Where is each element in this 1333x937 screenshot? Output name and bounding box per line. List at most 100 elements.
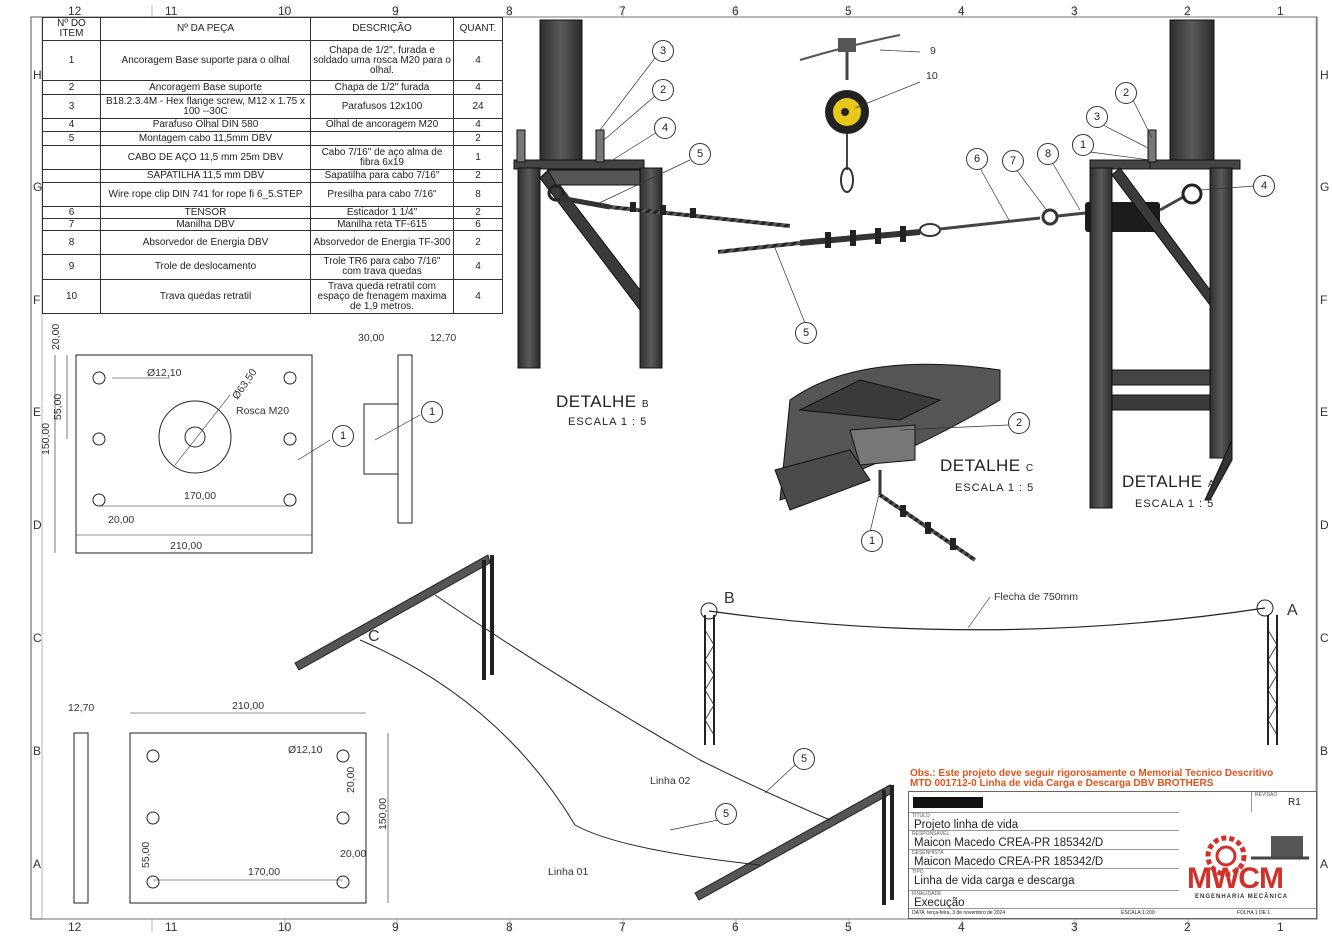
elevation-view [700,596,1278,745]
zone-col-label: 3 [1071,920,1078,934]
balloon-item: 1 [332,425,354,447]
zone-row-label: H [33,68,42,82]
zone-row-label: G [1320,180,1330,194]
bom-cell-qty: 1 [453,145,503,170]
zone-col-label: 5 [845,920,852,934]
bom-cell-qty: 24 [453,94,503,119]
bom-cell-part: Wire rope clip DIN 741 for rope fi 6_5.S… [100,182,311,207]
detail-a-title: DETALHE A [1122,472,1216,491]
balloon-item: 4 [654,117,676,139]
bom-cell-item: 9 [42,254,101,280]
zone-col-label: 9 [392,4,399,18]
detail-b-title: DETALHE B [556,392,650,411]
zone-row-label: E [33,405,42,419]
bom-cell-desc: Manilha reta TF-615 [310,218,454,231]
observation-note: Obs.: Este projeto deve seguir rigorosam… [910,769,1273,789]
zone-col-label: 6 [732,4,739,18]
detail-c-structure [774,363,1001,562]
bom-cell-item [42,182,101,207]
bom-cell-qty: 2 [453,206,503,219]
inner-frame [41,16,1317,920]
detail-c-scale: ESCALA 1 : 5 [955,482,1035,494]
bom-cell-desc: Presilha para cabo 7/16" [310,182,454,207]
zone-row-label: H [1320,68,1329,82]
bom-cell-qty: 4 [453,80,503,95]
balloon-item: 5 [795,322,817,344]
zone-row-label: G [33,180,43,194]
scale-value: ESCALA:1:200 [1121,910,1155,916]
bom-cell-item: 4 [42,118,101,132]
zone-row-label: B [33,744,42,758]
zone-row-label: A [1320,857,1329,871]
zone-col-label: 9 [392,920,399,934]
zone-col-label: 3 [1071,4,1078,18]
responsible-value: Maicon Macedo CREA-PR 185342/D [914,837,1104,849]
balloon-item: 2 [652,79,674,101]
bom-header-item: Nº DO ITEM [42,17,101,41]
dim-150: 150,00 [40,422,52,455]
bom-cell-item: 1 [42,40,101,81]
bom-cell-qty: 2 [453,169,503,183]
bom-cell-item: 8 [42,230,101,255]
company-logo: MWCM ENGENHARIA MECÂNICA [1181,828,1315,908]
bom-header-desc: DESCRIÇÃO [310,17,454,41]
bom-cell-part: Ancoragem Base suporte [100,80,311,95]
bom-cell-part: Absorvedor de Energia DBV [100,230,311,255]
bom-cell-qty: 6 [453,218,503,231]
zone-row-label: D [1320,518,1329,532]
zone-row-label: B [1320,744,1329,758]
bom-cell-qty: 4 [453,254,503,280]
zone-col-label: 2 [1184,920,1191,934]
arrester-label: 10 [926,70,938,82]
dim-55: 55,00 [52,393,64,420]
zone-col-label: 4 [958,4,965,18]
bom-header-part: Nº DA PEÇA [100,17,311,41]
logo-name: MWCM [1187,862,1284,895]
bom-cell-qty: 8 [453,182,503,207]
balloon-item: 3 [1086,106,1108,128]
drawing-title: Projeto linha de vida [914,819,1019,831]
bom-cell-item: 10 [42,279,101,314]
bom-cell-desc: Esticador 1 1/4" [310,206,454,219]
dim-170-bottom: 170,00 [248,866,281,878]
footer-row: DATA terça-feira, 3 de novembro de 2024 … [909,908,1316,919]
bom-cell-desc: Sapatilha para cabo 7/16" [310,169,454,183]
zone-col-label: 1 [1277,4,1284,18]
bom-cell-part: Ancoragem Base suporte para o olhal [100,40,311,81]
zone-col-label: 4 [958,920,965,934]
dim-210: 210,00 [170,540,203,552]
balloon-item: 5 [715,803,737,825]
detail-b-scale: ESCALA 1 : 5 [568,416,648,428]
point-c-label: C [368,628,380,645]
revision-cell: REVISÃO R1 [1251,792,1317,812]
gear-icon [1205,835,1309,877]
detail-c-title: DETALHE C [940,456,1034,475]
bom-cell-item [42,169,101,183]
zone-row-label: E [1320,405,1329,419]
balloon-item: 8 [1037,143,1059,165]
bom-cell-qty: 4 [453,40,503,81]
bom-cell-desc: Chapa de 1/2", furada e soldado uma rosc… [310,40,454,81]
bom-cell-part: Manilha DBV [100,218,311,231]
bom-cell-desc: Olhal de ancoragem M20 [310,118,454,132]
dim-150-bottom: 150,00 [377,797,389,830]
plate-top-view [54,354,421,554]
zone-row-label: D [33,518,42,532]
leader-lines [594,49,1256,831]
zone-col-label: 7 [619,4,626,18]
bom-cell-part: CABO DE AÇO 11,5 mm 25m DBV [100,145,311,170]
zone-col-label: 8 [506,920,513,934]
bom-cell-part: SAPATILHA 11,5 mm DBV [100,169,311,183]
bom-cell-item: 5 [42,131,101,146]
zone-col-label: 2 [1184,4,1191,18]
